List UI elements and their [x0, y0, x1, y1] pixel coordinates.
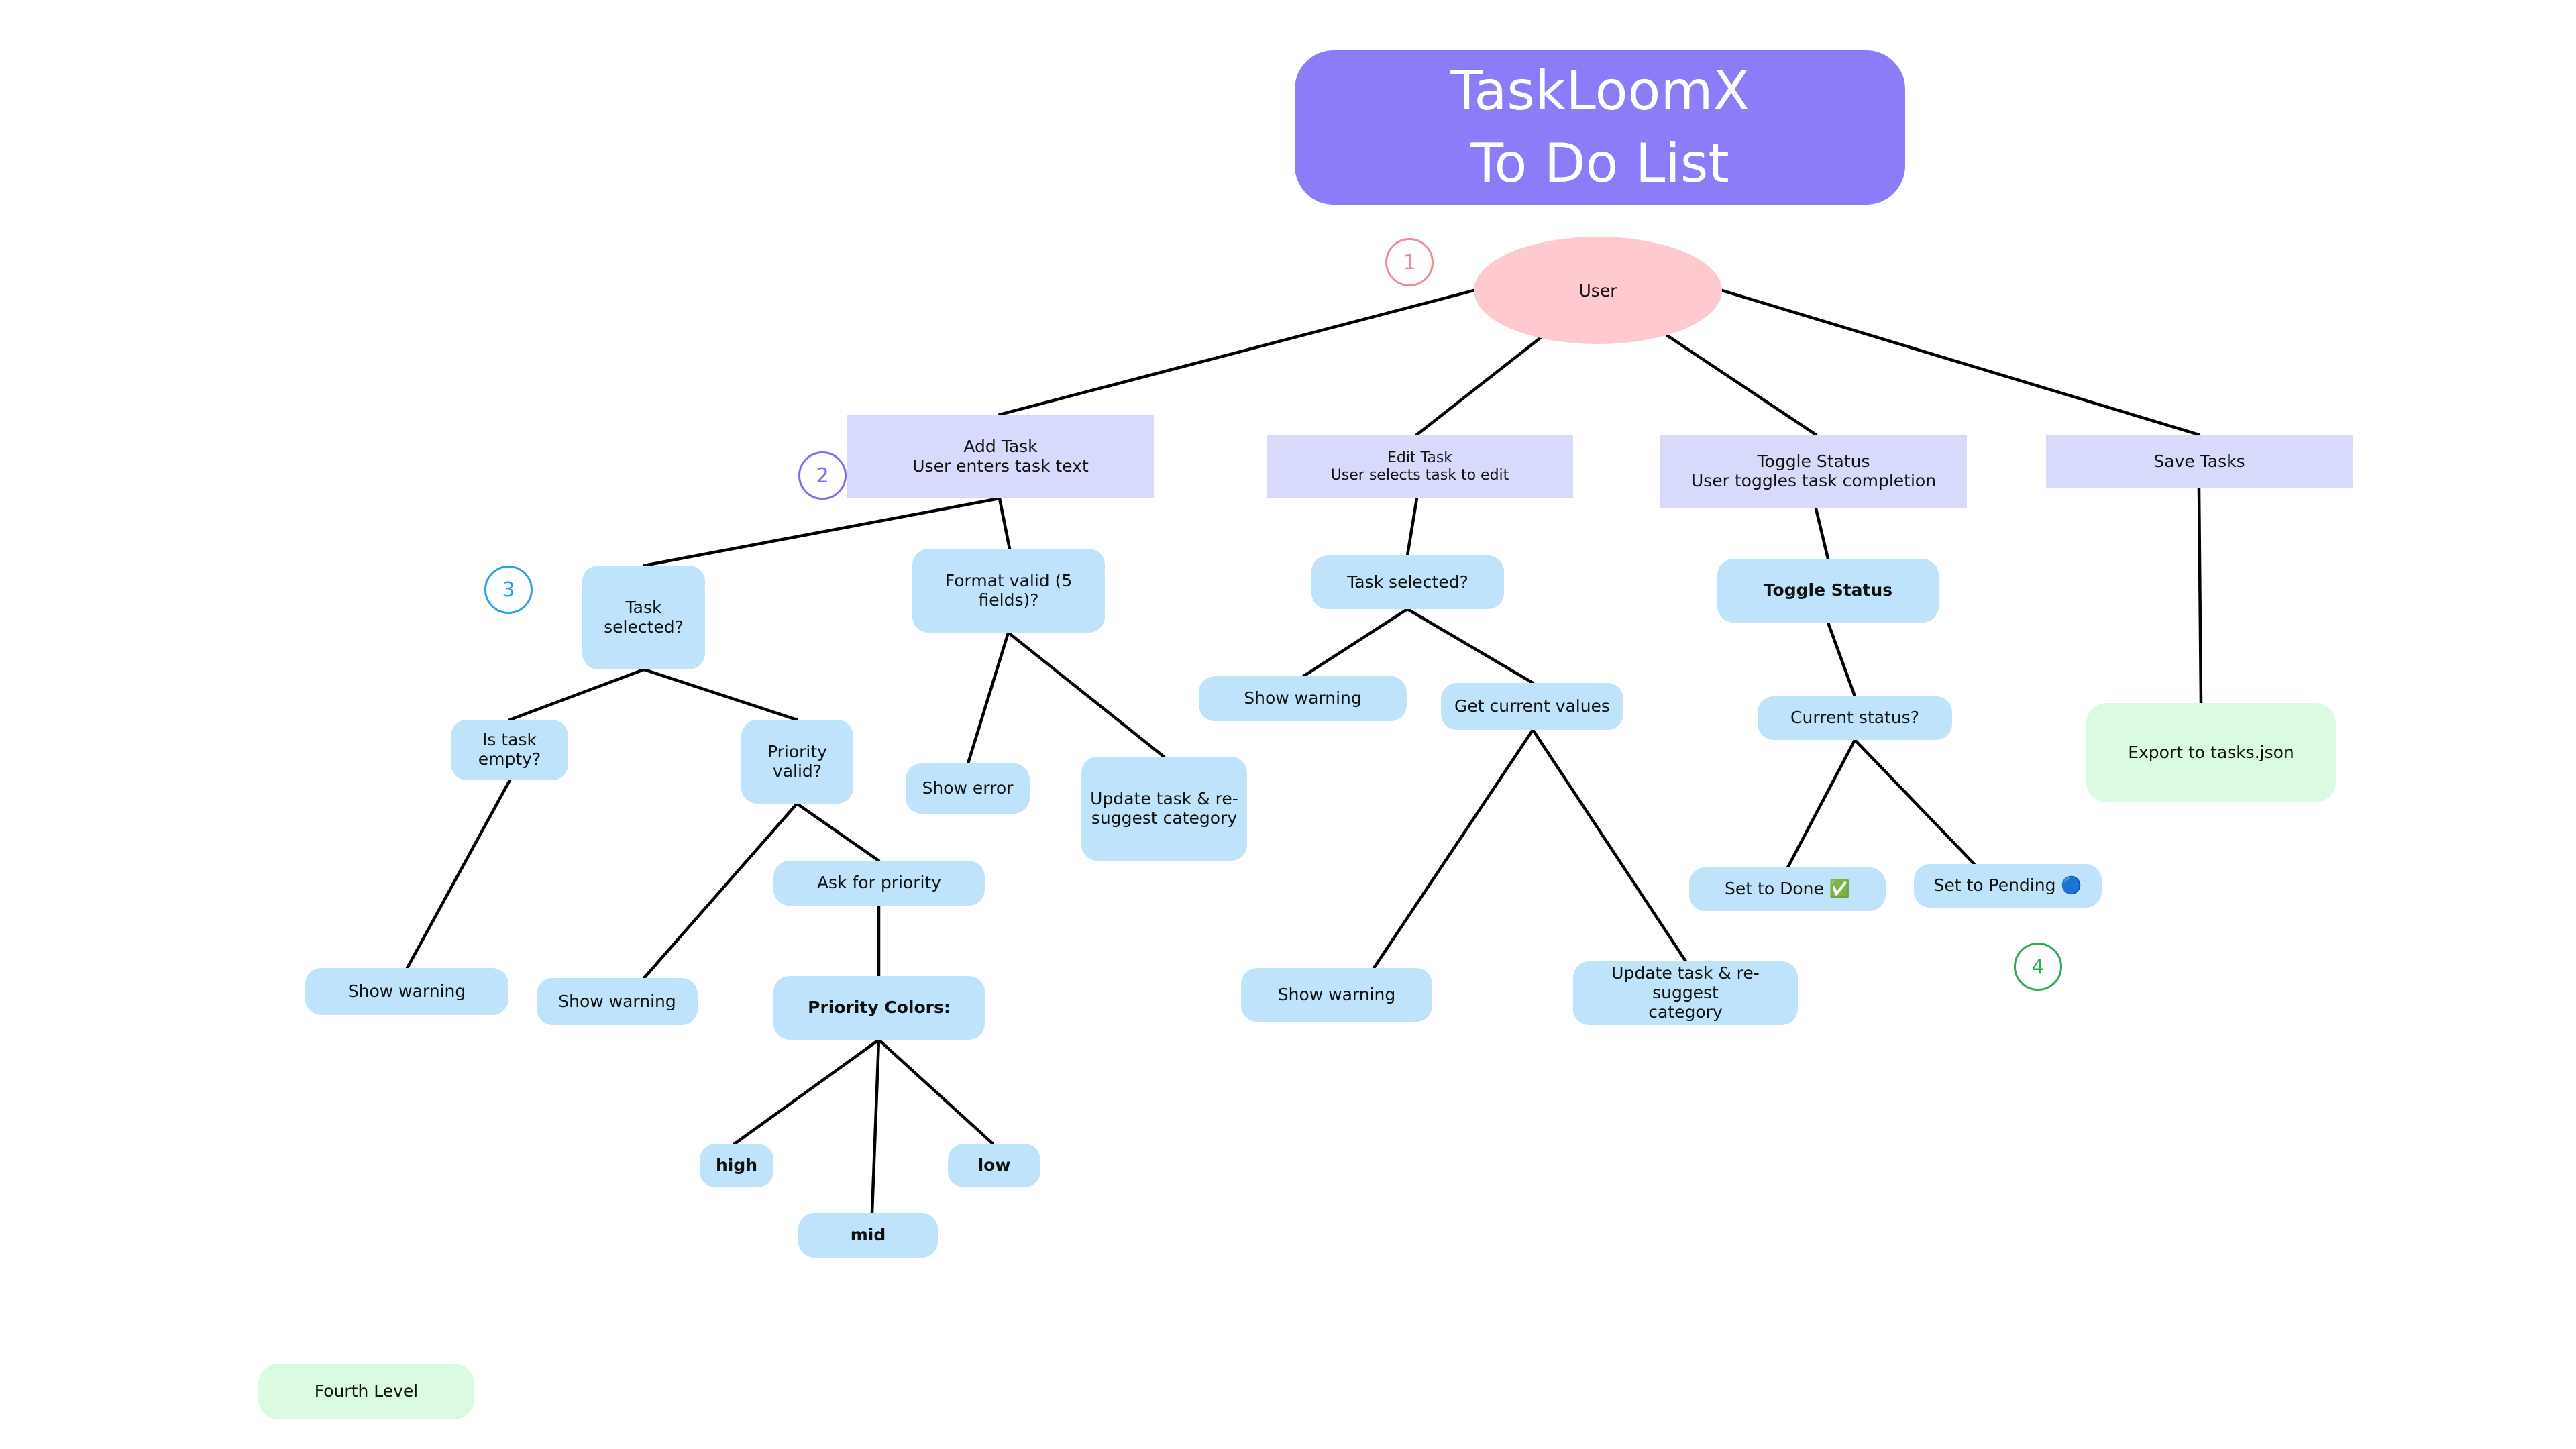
edge-empty-warning	[405, 778, 512, 970]
edge-format-update	[1006, 631, 1166, 759]
edge-add-formatvalid	[998, 496, 1012, 551]
edge-priority-warning	[642, 802, 799, 980]
node-toggle-status-header: Toggle Status User toggles task completi…	[1660, 435, 1967, 508]
title-line-1: TaskLoomX	[1450, 60, 1750, 122]
node-add-task: Add Task User enters task text	[847, 415, 1154, 498]
edge-selected-warning	[1301, 607, 1409, 678]
node-priority-high: high	[700, 1144, 773, 1187]
edge-colors-mid	[870, 1038, 881, 1215]
edge-add-taskselected	[642, 496, 1002, 568]
edge-getvalues-warning	[1372, 728, 1535, 970]
node-task-selected-add: Task selected?	[582, 566, 705, 669]
edge-togglehdr-toggle	[1814, 506, 1830, 561]
edge-user-addtask	[998, 288, 1476, 417]
edge-toggle-current	[1826, 621, 1857, 698]
node-ask-priority: Ask for priority	[773, 861, 985, 906]
edge-user-edittask	[1415, 335, 1543, 437]
node-show-warning-edit: Show warning	[1199, 676, 1407, 721]
node-priority-low: low	[948, 1144, 1040, 1187]
node-show-warning-empty: Show warning	[305, 968, 508, 1015]
node-toggle-status: Toggle Status	[1717, 559, 1939, 623]
edge-save-export	[2197, 486, 2203, 705]
node-task-selected-edit: Task selected?	[1311, 555, 1504, 609]
edge-priority-ask	[795, 802, 881, 863]
edge-taskselected-empty	[508, 667, 646, 722]
edge-selected-getvalues	[1405, 607, 1535, 685]
level-marker-1: 1	[1385, 238, 1434, 286]
edge-taskselected-priority	[642, 667, 799, 722]
edge-current-pending	[1853, 738, 1976, 866]
diagram-title: TaskLoomX To Do List	[1295, 50, 1905, 205]
edge-user-save	[1720, 288, 2201, 437]
edge-getvalues-update	[1531, 728, 1688, 963]
legend-fourth-level: Fourth Level	[258, 1364, 474, 1419]
edge-current-done	[1786, 738, 1857, 869]
node-current-status: Current status?	[1758, 696, 1952, 740]
edge-format-error	[966, 631, 1010, 765]
root-node-label: User	[1578, 280, 1617, 301]
title-line-2: To Do List	[1470, 132, 1729, 195]
node-edit-task: Edit Task User selects task to edit	[1267, 435, 1573, 498]
node-save-tasks: Save Tasks	[2046, 435, 2353, 488]
level-marker-4: 4	[2014, 943, 2062, 991]
node-export-json: Export to tasks.json	[2086, 703, 2336, 802]
node-priority-valid: Priority valid?	[741, 720, 853, 804]
node-show-error: Show error	[906, 763, 1030, 814]
node-set-pending: Set to Pending 🔵	[1914, 864, 2102, 908]
node-priority-colors: Priority Colors:	[773, 976, 985, 1040]
node-show-warning-edit-2: Show warning	[1241, 968, 1432, 1022]
node-priority-mid: mid	[798, 1213, 938, 1258]
node-set-done: Set to Done ✅	[1689, 867, 1886, 911]
edge-edit-selected	[1405, 496, 1419, 557]
node-get-current-values: Get current values	[1441, 683, 1623, 730]
node-format-valid: Format valid (5 fields)?	[912, 549, 1105, 633]
level-marker-3: 3	[484, 566, 533, 614]
node-is-task-empty: Is task empty?	[451, 720, 568, 780]
node-update-task-edit: Update task & re-suggest category	[1573, 961, 1798, 1025]
level-marker-2: 2	[798, 451, 847, 500]
edge-colors-high	[733, 1038, 881, 1146]
node-show-warning-priority: Show warning	[537, 978, 698, 1025]
root-node-user: User	[1474, 237, 1722, 344]
edge-colors-low	[877, 1038, 995, 1146]
node-update-task-add: Update task & re- suggest category	[1081, 757, 1247, 861]
edge-user-toggle	[1665, 333, 1818, 437]
